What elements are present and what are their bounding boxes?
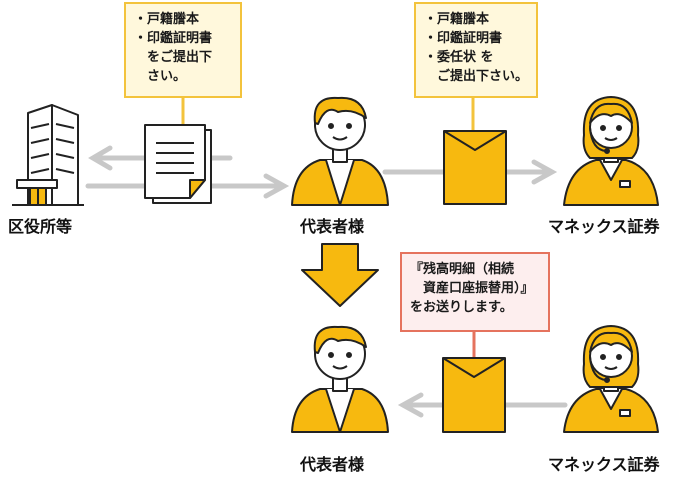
envelope-icon-bottom [442, 357, 506, 433]
label-representative-bottom: 代表者様 [300, 455, 365, 474]
operator-icon [563, 96, 659, 206]
operator-icon-bottom [563, 325, 659, 433]
down-arrow-icon [301, 243, 379, 307]
note-documents-monex: ・戸籍謄本 ・印鑑証明書 ・委任状 を ご提出下さい。 [414, 2, 538, 98]
envelope-icon [443, 130, 507, 205]
label-monex-top: マネックス証券 [548, 217, 660, 236]
person-icon-bottom [291, 325, 389, 433]
note-balance-statement: 『残高明細（相続 資産口座振替用）』 をお送りします。 [400, 252, 550, 332]
building-icon [12, 104, 84, 206]
document-icon [144, 124, 212, 204]
label-city-office: 区役所等 [8, 217, 73, 236]
person-icon [291, 96, 389, 206]
note-documents-office: ・戸籍謄本 ・印鑑証明書 をご提出下 さい。 [124, 2, 242, 98]
label-representative-top: 代表者様 [300, 217, 365, 236]
label-monex-bottom: マネックス証券 [548, 455, 660, 474]
